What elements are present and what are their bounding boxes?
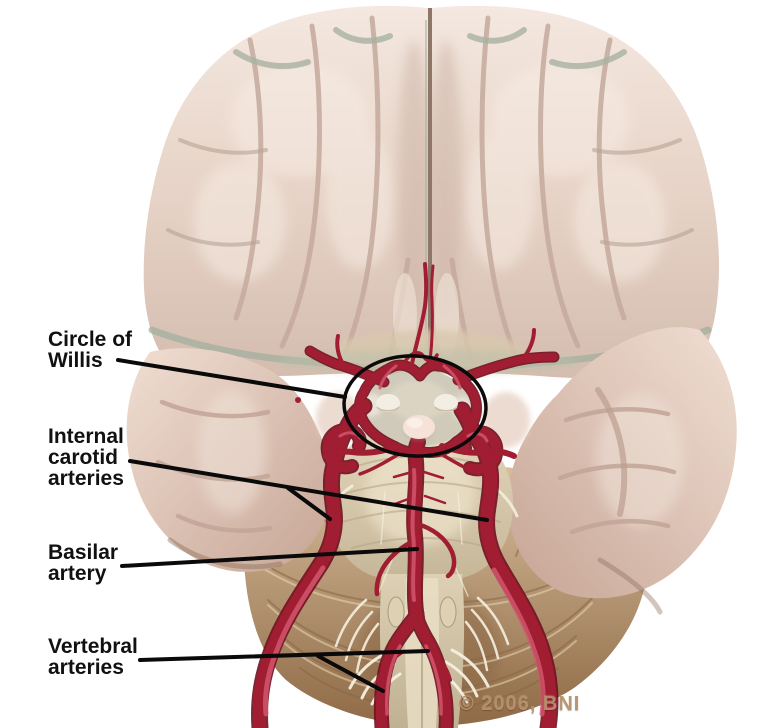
hypothalamic-structures	[376, 394, 458, 439]
label-circle-of-willis: Circle of Willis	[48, 328, 133, 372]
leader-lines	[116, 358, 489, 693]
anterior-cerebral-artery-left	[410, 262, 429, 366]
label-vertebral-arteries: Vertebral arteries	[48, 635, 138, 679]
temporal-lobes	[126, 327, 737, 615]
leader-line-circle-of-willis	[116, 358, 347, 399]
anterior-cerebral-artery-right	[428, 264, 435, 364]
leader-line-basilar	[120, 547, 419, 568]
copyright-text: © 2006, BNI	[459, 693, 581, 715]
label-internal-carotid-arteries: Internal carotid arteries	[48, 425, 124, 490]
circle-of-willis-annotation-ellipse	[342, 354, 488, 458]
olive-left	[387, 596, 405, 628]
label-basilar-artery: Basilar artery	[48, 541, 119, 585]
leader-line-vertebral-left	[316, 654, 385, 693]
mammillary-body-left	[376, 394, 400, 412]
leader-line-internal-carotid-left	[286, 486, 332, 521]
leader-line-internal-carotid-right	[128, 459, 489, 522]
sulcal-shadows	[233, 27, 627, 70]
leader-line-vertebral-right	[138, 649, 430, 662]
olive-right	[439, 596, 457, 628]
artery-branches	[295, 262, 536, 684]
mammillary-body-right	[434, 394, 458, 412]
